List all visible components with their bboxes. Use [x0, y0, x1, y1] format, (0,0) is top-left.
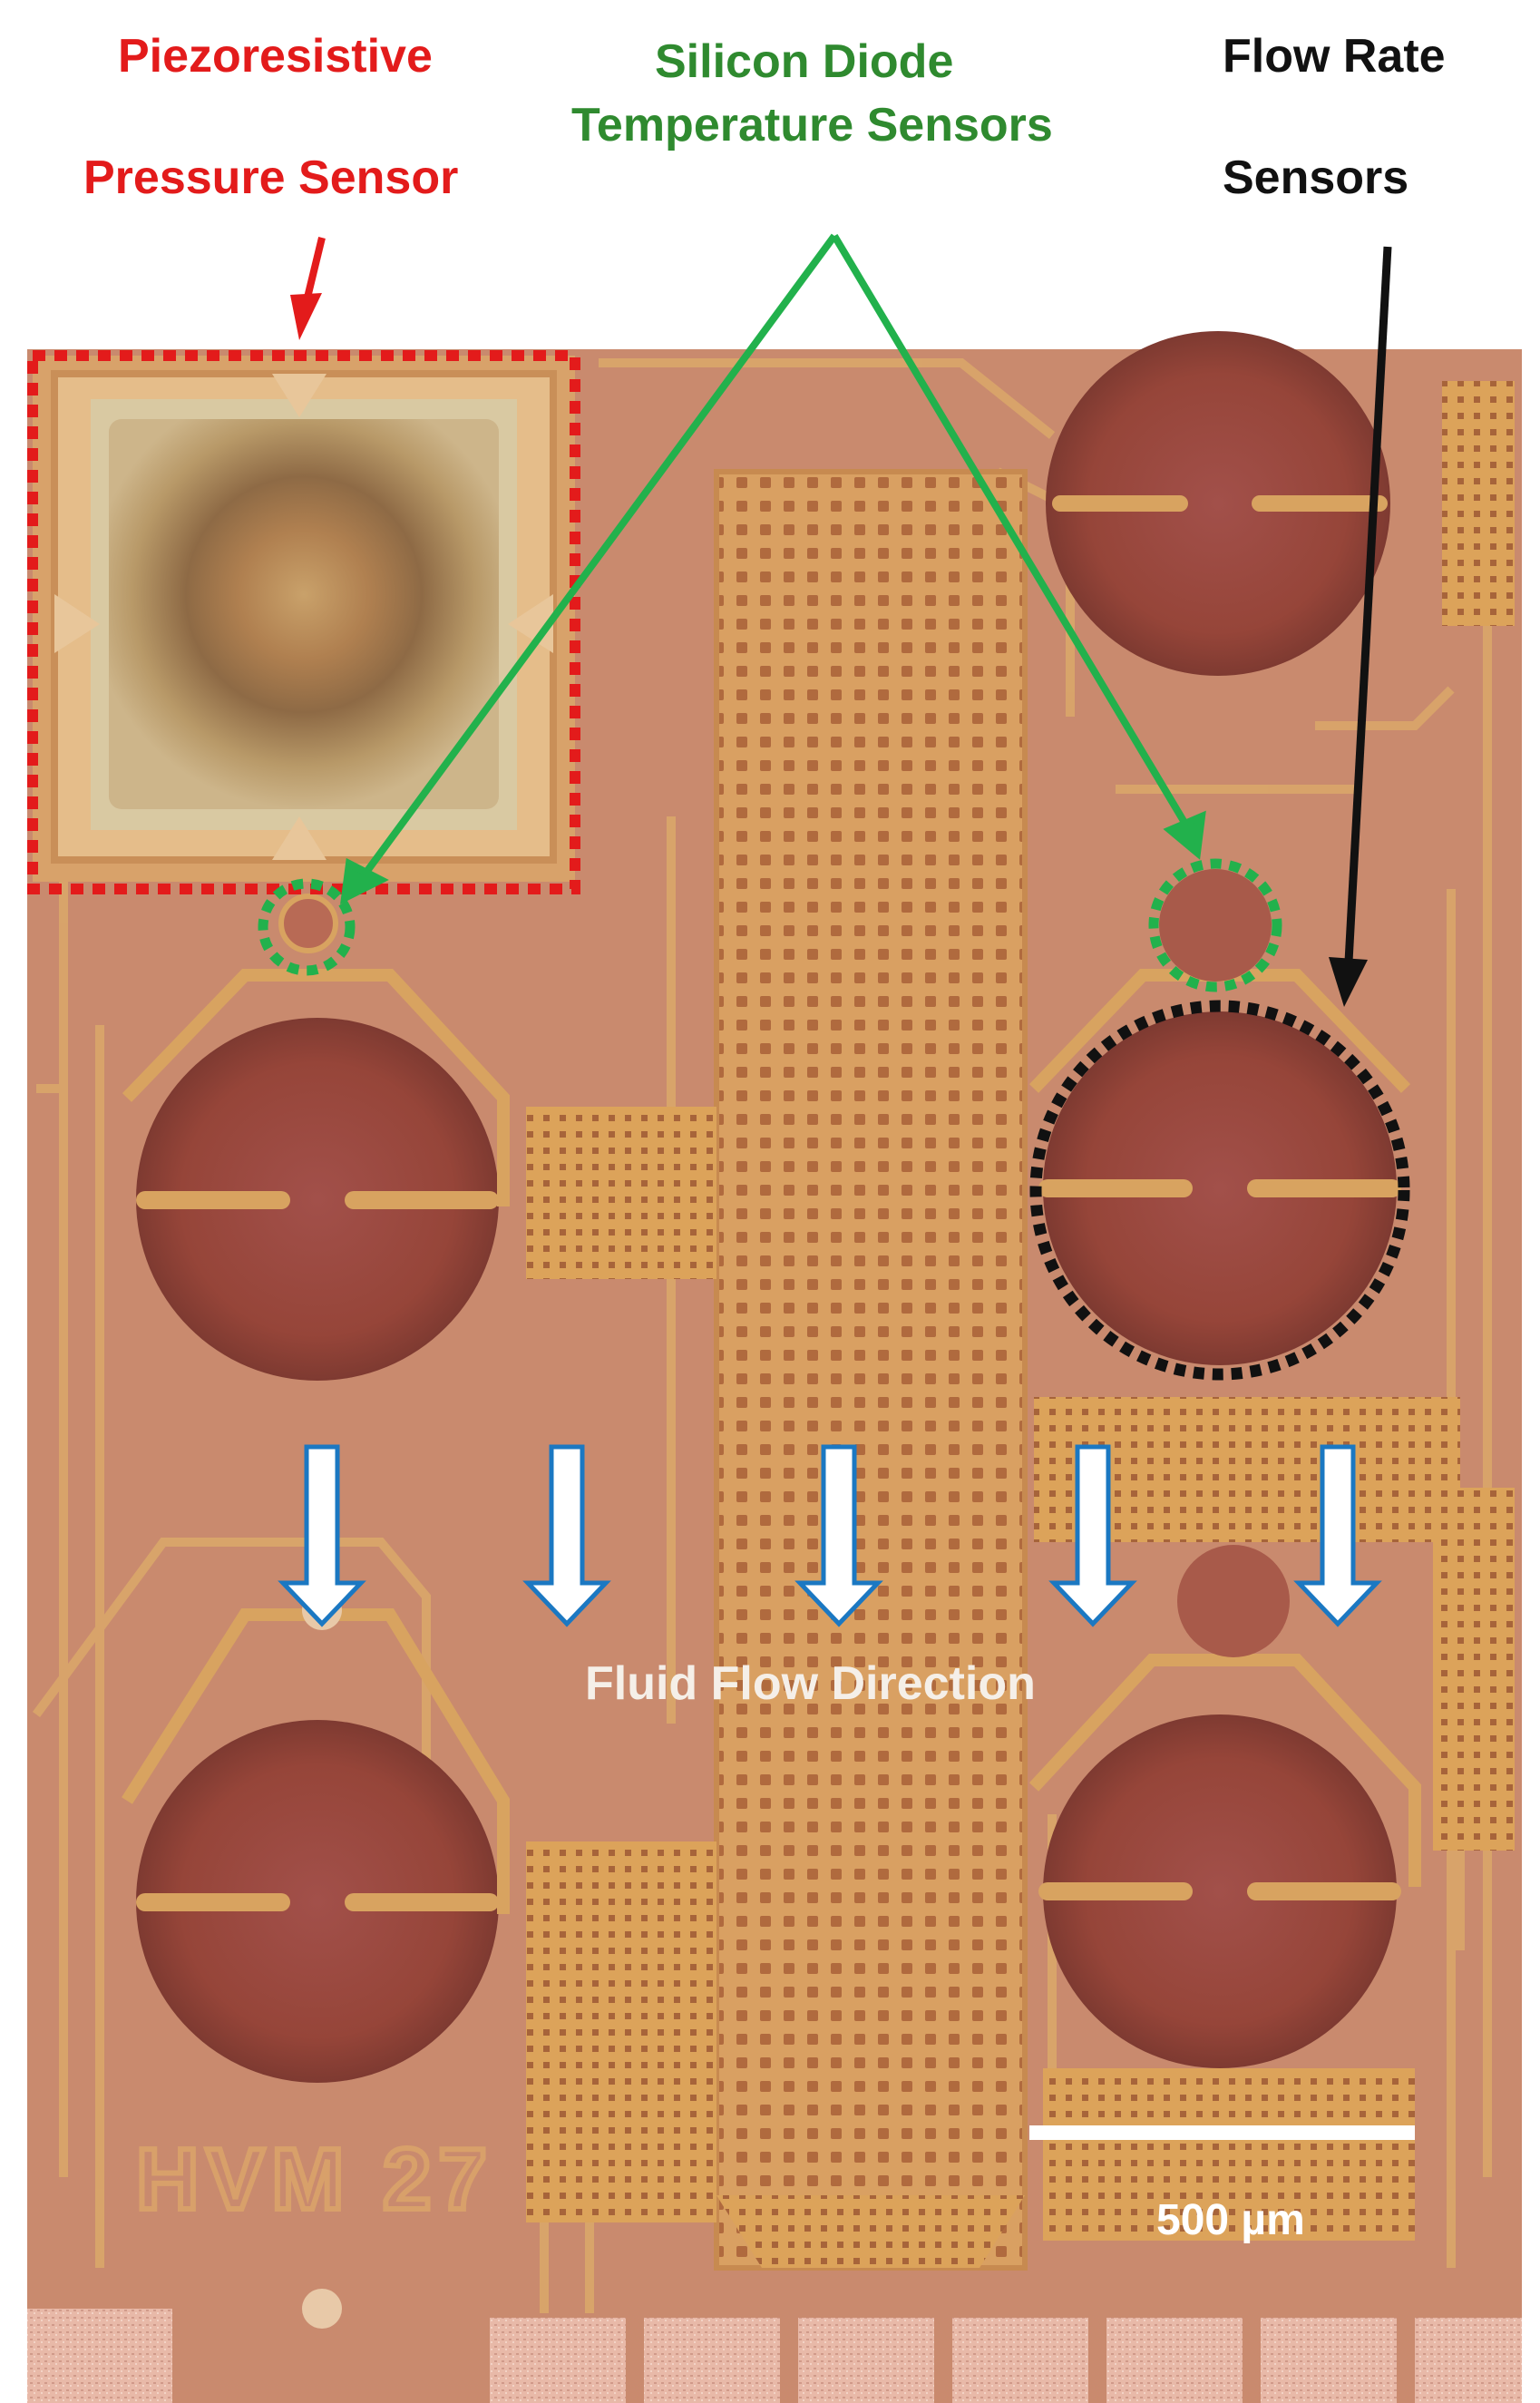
- flow-channel: [714, 469, 1028, 2271]
- pressure-sensor-label-line1: Piezoresistive: [118, 30, 433, 83]
- finger-pad-right-low: [1043, 2068, 1415, 2241]
- pressure-sensor-arrow: [290, 237, 326, 340]
- flow-arrow-4: [1048, 1444, 1137, 1627]
- finger-pad-top-right: [1442, 381, 1515, 626]
- flow-sensor-label-line2: Sensors: [1223, 151, 1409, 204]
- flow-sensor-arrow: [1329, 246, 1392, 1007]
- piezoresistive-pressure-sensor: [33, 356, 575, 882]
- diode-sensor-arrows: [340, 233, 1206, 904]
- flow-membrane-lower-right: [1043, 1714, 1397, 2068]
- flow-sensor-label-line1: Flow Rate: [1223, 30, 1446, 83]
- bond-pads: [27, 2309, 1522, 2403]
- flow-membrane-upper-left: [136, 1018, 499, 1381]
- diode-sensor-label-line2: Temperature Sensors: [571, 99, 1053, 151]
- finger-pad-left: [526, 1107, 716, 1279]
- chip-marking: HVM 27: [136, 2131, 494, 2228]
- flow-arrow-3: [794, 1444, 883, 1627]
- scale-bar-label: 500 µm: [1156, 2196, 1305, 2244]
- flow-membrane-top-right: [1046, 331, 1390, 676]
- finger-pad-right-side: [1433, 1488, 1515, 1851]
- flow-arrow-5: [1293, 1444, 1382, 1627]
- scale-bar: [1029, 2125, 1415, 2140]
- finger-pad-mid: [526, 1841, 716, 2222]
- sensor-heater-bars: [136, 495, 1401, 1911]
- diode-highlight-right: [1148, 858, 1282, 992]
- flow-arrow-1: [278, 1444, 366, 1627]
- pressure-sensor-label-line2: Pressure Sensor: [83, 151, 459, 204]
- flow-membrane-lower-left: [136, 1720, 499, 2083]
- fluid-flow-arrows: [278, 1444, 1382, 1627]
- flow-membrane-upper-right: [1043, 1011, 1397, 1365]
- diode-highlight-left: [258, 878, 356, 976]
- pressure-sensor-highlight: [27, 350, 580, 894]
- flow-sensor-highlight: [1029, 1000, 1410, 1381]
- flow-arrow-2: [522, 1444, 611, 1627]
- flow-sensor-membranes: [136, 331, 1397, 2083]
- diode-sensor-label-line1: Silicon Diode: [655, 35, 954, 88]
- flow-channel-taper: [716, 2195, 1025, 2268]
- fluid-flow-label: Fluid Flow Direction: [585, 1657, 1036, 1710]
